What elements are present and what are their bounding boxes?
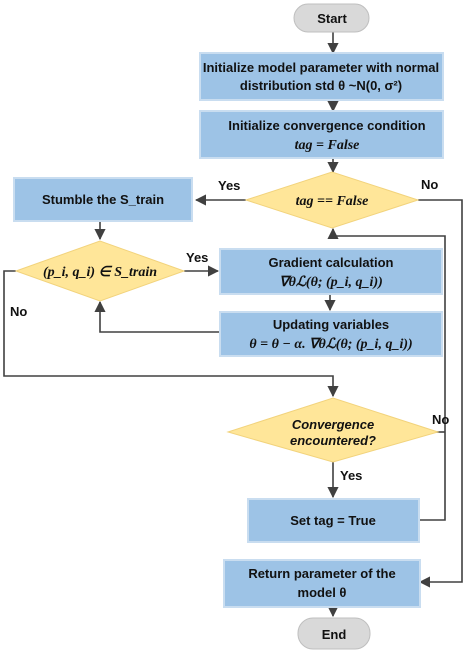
init-conv-line1: Initialize convergence condition [228,118,425,133]
init-param-box: Initialize model parameter with normal d… [199,52,444,101]
membership-label: (p_i, q_i) ∈ S_train [43,265,157,280]
convergence-diamond: Convergence encountered? [226,397,440,463]
arrow-tag-no-to-return [418,199,463,588]
stumble-box: Stumble the S_train [13,177,193,222]
gradient-box: Gradient calculation ∇θℒ(θ; (p_i, q_i)) [219,248,443,295]
init-param-line2: distribution std θ ~N(0, σ²) [240,78,402,93]
return-line2: model θ [298,585,347,600]
edge-label-convergence-yes: Yes [340,468,362,483]
update-box: Updating variables θ = θ − α. ∇θℒ(θ; (p_… [219,311,443,357]
return-line1: Return parameter of the [248,566,395,581]
start-terminal: Start [293,3,370,33]
edge-label-convergence-no: No [432,412,449,427]
membership-diamond: (p_i, q_i) ∈ S_train [14,240,186,302]
tag-check-label: tag == False [296,194,369,209]
edge-label-tag-no: No [421,177,438,192]
edge-label-membership-no: No [10,304,27,319]
start-label: Start [317,11,347,26]
init-conv-box: Initialize convergence condition tag = F… [199,110,444,159]
end-label: End [322,627,347,642]
arrow-set-tag-back-to-tag-check [327,227,446,521]
convergence-line1: Convergence [292,417,374,432]
tag-check-diamond: tag == False [244,171,420,229]
set-tag-box: Set tag = True [247,498,420,543]
gradient-line2: ∇θℒ(θ; (p_i, q_i)) [279,275,383,290]
edge-label-membership-yes: Yes [186,250,208,265]
update-line2: θ = θ − α. ∇θℒ(θ; (p_i, q_i)) [249,337,412,352]
end-terminal: End [297,617,371,650]
return-box: Return parameter of the model θ [223,559,421,608]
stumble-label: Stumble the S_train [42,192,164,207]
convergence-line2: encountered? [290,433,376,448]
init-param-line1: Initialize model parameter with normal [203,60,439,75]
init-conv-line2: tag = False [295,138,360,153]
set-tag-label: Set tag = True [290,513,376,528]
arrow-membership-no-to-convergence [3,270,339,398]
update-line1: Updating variables [273,317,389,332]
arrow-update-back-to-membership [94,300,219,333]
edge-label-tag-yes: Yes [218,178,240,193]
gradient-line1: Gradient calculation [269,255,394,270]
